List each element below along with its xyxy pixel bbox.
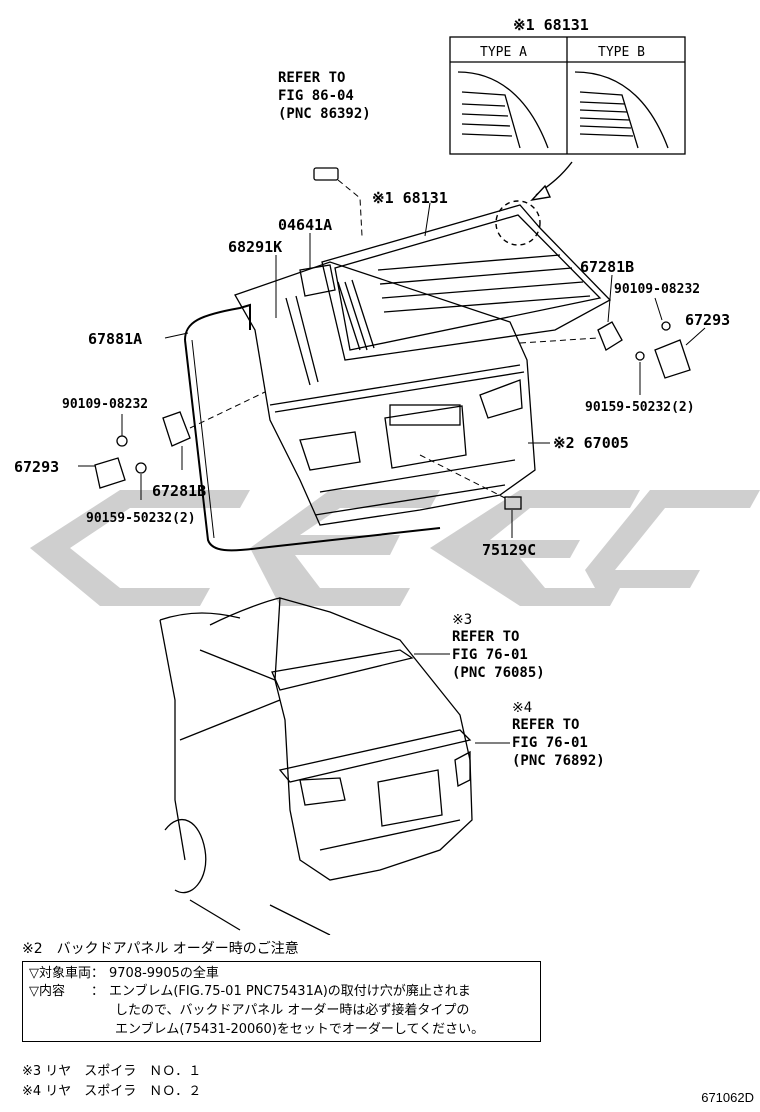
label-68131: ※1 68131: [372, 189, 448, 207]
label-90159-left: 90159-50232(2): [86, 511, 196, 526]
label-68131-inset: ※1 68131: [513, 16, 589, 34]
label-90109-right: 90109-08232: [614, 282, 700, 297]
refer-86392-line2: FIG 86-04: [278, 88, 354, 104]
applicable-vehicle-value: 9708-9905の全車: [109, 966, 219, 981]
label-90109-left: 90109-08232: [62, 397, 148, 412]
content-key: ▽内容 ：: [29, 984, 104, 999]
content-line-3: エンブレム(75431-20060)をセットでオーダーしてください。: [115, 1022, 485, 1037]
refer-76892-mark: ※4: [512, 700, 532, 716]
label-67881a: 67881A: [88, 330, 142, 348]
label-68291k: 68291K: [228, 238, 282, 256]
refer-76085-line3: (PNC 76085): [452, 665, 545, 681]
refer-76085-line1: REFER TO: [452, 629, 519, 645]
refer-76892-line3: (PNC 76892): [512, 753, 605, 769]
leader-lines: [78, 179, 706, 744]
label-90159-right: 90159-50232(2): [585, 400, 695, 415]
refer-86392-line3: (PNC 86392): [278, 106, 371, 122]
refer-86392-line1: REFER TO: [278, 70, 345, 86]
glass-type-inset: [449, 36, 686, 155]
footnote-3: ※3 リヤ スポイラ ＮＯ．１: [22, 1064, 202, 1079]
label-type-a: TYPE A: [480, 45, 527, 60]
label-type-b: TYPE B: [598, 45, 645, 60]
watermark-logo: [30, 490, 760, 606]
order-caution-title: ※2 バックドアパネル オーダー時のご注意: [22, 941, 299, 957]
label-04641a: 04641A: [278, 216, 332, 234]
content-line-1: エンブレム(FIG.75-01 PNC75431A)の取付け穴が廃止されま: [109, 984, 471, 999]
figure-code: 671062D: [701, 1090, 754, 1105]
order-caution-box: ▽対象車両： 9708-9905の全車 ▽内容 ： エンブレム(FIG.75-0…: [22, 961, 541, 1042]
label-75129c: 75129C: [482, 541, 536, 559]
detail-arrow: [495, 161, 573, 246]
refer-76892-line1: REFER TO: [512, 717, 579, 733]
label-67281b-left: 67281B: [152, 482, 206, 500]
back-door-exploded-diagram: ※1 68131 TYPE A TYPE B REFER TO FIG 86-0…: [14, 16, 760, 935]
content-line-2: したので、バックドアパネル オーダー時は必ず接着タイプの: [115, 1003, 470, 1018]
label-67281b-right: 67281B: [580, 258, 634, 276]
refer-76085-mark: ※3: [452, 612, 472, 628]
applicable-vehicle-key: ▽対象車両：: [29, 966, 104, 981]
refer-76085-line2: FIG 76-01: [452, 647, 528, 663]
label-67293-left: 67293: [14, 458, 59, 476]
label-67005: ※2 67005: [553, 434, 629, 452]
refer-76892-line2: FIG 76-01: [512, 735, 588, 751]
label-67293-right: 67293: [685, 311, 730, 329]
footnote-4: ※4 リヤ スポイラ ＮＯ．２: [22, 1084, 202, 1099]
vehicle-rear-illustration: [159, 597, 473, 935]
